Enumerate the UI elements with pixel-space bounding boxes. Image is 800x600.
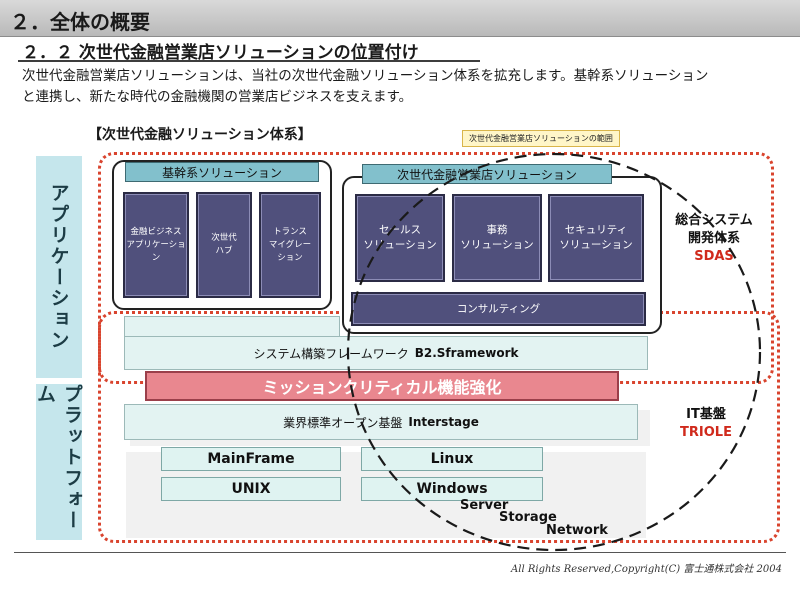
triole-line-1: IT基盤 — [686, 407, 726, 422]
middleware-layer: 業界標準オープン基盤 Interstage — [124, 404, 638, 440]
copyright-footer: All Rights Reserved,Copyright(C) 富士通株式会社… — [511, 564, 782, 575]
solution-office-work: 事務 ソリューション — [452, 194, 542, 282]
diagram-title: 【次世代金融ソリューション体系】 — [88, 127, 312, 143]
branch-solutions-header: 次世代金融営業店ソリューション — [362, 164, 612, 184]
subtitle-underline — [18, 60, 480, 62]
triole-brand: TRIOLE — [680, 425, 732, 440]
intro-line-1: 次世代金融営業店ソリューションは、当社の次世代金融ソリューション体系を拡充します… — [22, 68, 709, 84]
network-label: Network — [546, 523, 608, 538]
sdas-brand: SDAS — [694, 249, 734, 264]
footer-rule — [14, 552, 786, 553]
side-panel-application: アプリケーション — [36, 156, 82, 378]
section-subtitle: ２．２ 次世代金融営業店ソリューションの位置付け — [22, 43, 419, 63]
sdas-label: 総合システム 開発体系 SDAS — [664, 212, 764, 266]
side-panel-platform: プラットフォーム — [34, 384, 83, 540]
sdas-line-1: 総合システム — [675, 213, 753, 228]
side-label-platform: プラットフォーム — [34, 384, 83, 531]
intro-line-2: と連携し、新たな時代の金融機関の営業店ビジネスを支えます。 — [22, 89, 413, 105]
page-title: ２．全体の概要 — [10, 10, 150, 34]
middleware-brand: Interstage — [408, 415, 479, 429]
sdas-line-2: 開発体系 — [687, 231, 740, 246]
solution-trans-migration: トランス マイグレー ション — [259, 192, 321, 298]
os-linux: Linux — [361, 447, 543, 471]
solution-consulting: コンサルティング — [351, 292, 646, 326]
scope-label: 次世代金融営業店ソリューションの範囲 — [462, 130, 620, 147]
title-bar — [0, 0, 800, 37]
solution-sales: セールス ソリューション — [355, 194, 445, 282]
mission-critical-bar: ミッションクリティカル機能強化 — [145, 371, 619, 401]
framework-brand: B2.Sframework — [414, 346, 519, 360]
framework-label: システム構築フレームワーク — [253, 346, 409, 361]
middleware-label: 業界標準オープン基盤 — [283, 415, 403, 430]
os-mainframe: MainFrame — [161, 447, 341, 471]
solution-next-gen-hub: 次世代 ハブ — [196, 192, 252, 298]
os-windows: Windows — [361, 477, 543, 501]
solution-security: セキュリティ ソリューション — [548, 194, 644, 282]
solution-financial-business-app: 金融ビジネス アプリケーション — [123, 192, 189, 298]
os-unix: UNIX — [161, 477, 341, 501]
framework-layer: システム構築フレームワーク B2.Sframework — [124, 336, 648, 370]
side-label-application: アプリケーション — [47, 183, 70, 351]
core-solutions-header: 基幹系ソリューション — [125, 162, 319, 182]
intro-paragraph: 次世代金融営業店ソリューションは、当社の次世代金融ソリューション体系を拡充します… — [22, 66, 782, 108]
triole-label: IT基盤 TRIOLE — [656, 406, 756, 442]
